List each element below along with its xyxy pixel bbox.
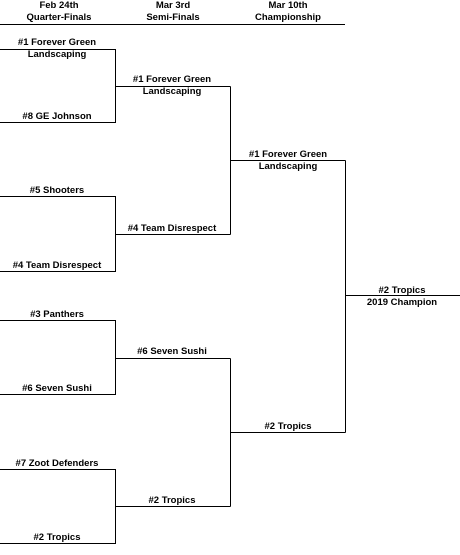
- qf-team-6: #6 Seven Sushi: [2, 383, 112, 395]
- champion-name: #2 Tropics: [378, 285, 426, 296]
- qf-team-3: #5 Shooters: [2, 185, 112, 197]
- qf-team-8: #2 Tropics: [2, 532, 112, 544]
- header-championship-date: Mar 10th: [268, 0, 308, 11]
- qf-team-4-name: #4 Team Disrespect: [12, 260, 102, 271]
- final-team-2-name: #2 Tropics: [264, 421, 312, 432]
- bracket-connector-qf-3: [0, 320, 116, 395]
- qf-team-8-name: #2 Tropics: [33, 532, 81, 543]
- final-team-1: #1 Forever Green Landscaping: [232, 149, 344, 173]
- qf-team-1-name-line2: Landscaping: [27, 49, 87, 60]
- champion: #2 Tropics 2019 Champion: [346, 285, 458, 309]
- header-semi-finals-date: Mar 3rd: [155, 0, 191, 11]
- header-semi-finals: Mar 3rd Semi-Finals: [118, 0, 228, 24]
- qf-team-1: #1 Forever Green Landscaping: [2, 37, 112, 61]
- qf-team-5: #3 Panthers: [2, 309, 112, 321]
- sf-team-2-name: #4 Team Disrespect: [127, 223, 217, 234]
- sf-team-2: #4 Team Disrespect: [116, 223, 228, 235]
- qf-team-4: #4 Team Disrespect: [2, 260, 112, 272]
- final-team-1-name-line2: Landscaping: [258, 161, 318, 172]
- qf-team-6-name: #6 Seven Sushi: [22, 383, 92, 394]
- sf-team-3-name: #6 Seven Sushi: [137, 346, 207, 357]
- qf-team-3-name: #5 Shooters: [29, 185, 85, 196]
- final-team-1-name: #1 Forever Green: [248, 149, 328, 160]
- sf-team-1: #1 Forever Green Landscaping: [116, 74, 228, 98]
- qf-team-7: #7 Zoot Defenders: [2, 458, 112, 470]
- qf-team-5-name: #3 Panthers: [30, 309, 84, 320]
- sf-team-1-name: #1 Forever Green: [132, 74, 212, 85]
- header-quarter-finals-date: Feb 24th: [39, 0, 79, 11]
- final-team-2: #2 Tropics: [232, 421, 344, 433]
- sf-team-3: #6 Seven Sushi: [116, 346, 228, 358]
- sf-team-4: #2 Tropics: [116, 495, 228, 507]
- header-semi-finals-round: Semi-Finals: [146, 12, 200, 23]
- sf-team-4-name: #2 Tropics: [148, 495, 196, 506]
- champion-title: 2019 Champion: [366, 297, 438, 308]
- qf-team-1-name: #1 Forever Green: [17, 37, 97, 48]
- header-quarter-finals: Feb 24th Quarter-Finals: [4, 0, 114, 24]
- header-quarter-finals-round: Quarter-Finals: [26, 12, 92, 23]
- header-championship: Mar 10th Championship: [233, 0, 343, 24]
- sf-team-1-name-line2: Landscaping: [142, 86, 202, 97]
- header-championship-round: Championship: [255, 12, 321, 23]
- qf-team-2: #8 GE Johnson: [2, 111, 112, 123]
- qf-team-2-name: #8 GE Johnson: [22, 111, 92, 122]
- qf-team-7-name: #7 Zoot Defenders: [15, 458, 99, 469]
